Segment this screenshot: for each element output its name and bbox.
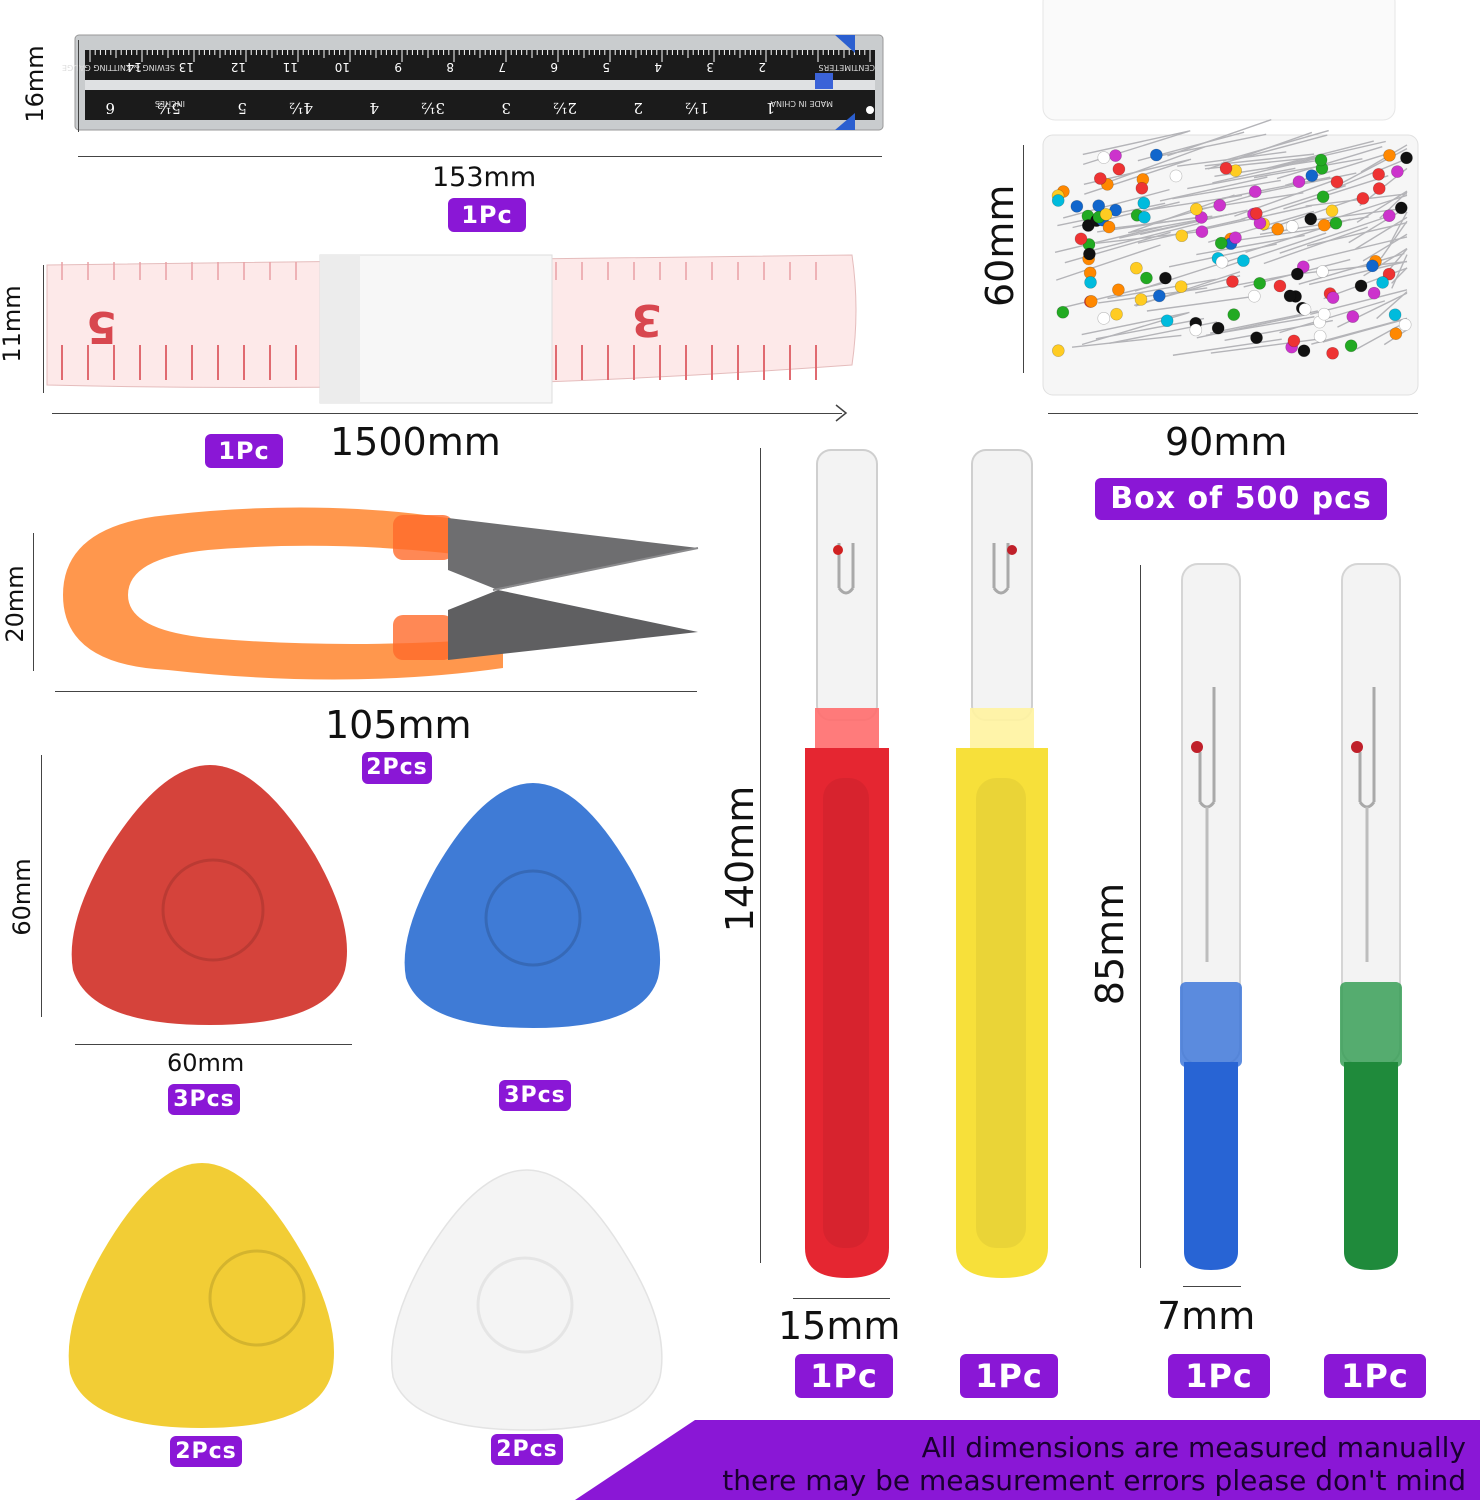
gauge-cm-number: 6 xyxy=(550,60,558,74)
gauge-inch-number: 3 xyxy=(501,99,511,117)
snips-qty-badge: 2Pcs xyxy=(362,752,432,784)
gauge-inch-number: 3½ xyxy=(421,99,445,117)
seam-ripper-yellow xyxy=(956,449,1048,1278)
gauge-cm-number: 7 xyxy=(498,60,506,74)
tape-arrow-icon xyxy=(835,404,848,422)
gauge-cm-number: 4 xyxy=(654,60,662,74)
gauge-height-label: 16mm xyxy=(21,45,49,123)
gauge-cm-number: 14 xyxy=(127,60,142,74)
disclaimer-line-1: All dimensions are measured manually xyxy=(921,1431,1466,1464)
gauge-width-label: 153mm xyxy=(432,162,537,193)
gauge-inches-text: INCHES xyxy=(155,99,185,108)
gauge-cm-number: 5 xyxy=(602,60,610,74)
chalk-white-qty-badge: 2Pcs xyxy=(491,1434,563,1465)
ripper-green-qty-badge: 1Pc xyxy=(1324,1354,1426,1398)
chalk-height-label: 60mm xyxy=(8,858,36,936)
seam-ripper-red xyxy=(805,449,889,1278)
seam-ripper-green xyxy=(1340,563,1402,1270)
pins-box-image xyxy=(1042,0,1419,396)
disclaimer-line-2: there may be measurement errors please d… xyxy=(722,1464,1466,1497)
gauge-inch-number: 4 xyxy=(369,99,379,117)
large-ripper-height-label: 140mm xyxy=(718,785,762,933)
gauge-inch-number: 5 xyxy=(237,99,247,117)
chalk-red-qty-badge: 3Pcs xyxy=(168,1084,240,1115)
chalk-width-label: 60mm xyxy=(167,1049,245,1077)
tape-length-label: 1500mm xyxy=(330,420,501,464)
chalk-blue xyxy=(404,783,661,1028)
chalk-yellow xyxy=(68,1163,335,1428)
large-ripper-width-label: 15mm xyxy=(778,1304,901,1348)
gauge-cm-number: 11 xyxy=(283,60,298,74)
pins-height-label: 60mm xyxy=(978,184,1022,307)
chalk-yellow-qty-badge: 2Pcs xyxy=(170,1436,242,1467)
ripper-red-qty-badge: 1Pc xyxy=(795,1354,893,1398)
ripper-yellow-qty-badge: 1Pc xyxy=(960,1354,1058,1398)
tape-qty-badge: 1Pc xyxy=(205,434,283,468)
gauge-made-text: MADE IN CHINA xyxy=(770,99,833,108)
gauge-inch-number: 6 xyxy=(105,99,115,117)
tape-number-5: 5 xyxy=(86,301,117,352)
gauge-qty-badge: 1Pc xyxy=(448,198,526,232)
gauge-inch-number: 1 xyxy=(765,99,775,117)
small-ripper-width-label: 7mm xyxy=(1157,1294,1256,1338)
sewing-gauge-image: 2 3 4 5 6 7 8 9 10 11 12 13 14 1 1½ 2 2½ 3 3½ 4 4½ 5 5½ 6 CENTI… xyxy=(62,34,884,131)
gauge-cm-number: 10 xyxy=(335,60,350,74)
gauge-inch-number: 2½ xyxy=(553,99,577,117)
tape-height-label: 11mm xyxy=(0,285,26,363)
seam-ripper-blue xyxy=(1180,563,1242,1270)
chalk-blue-qty-badge: 3Pcs xyxy=(499,1080,571,1111)
gauge-cm-number: 8 xyxy=(446,60,454,74)
chalk-red xyxy=(71,765,348,1025)
gauge-cm-number: 9 xyxy=(394,60,402,74)
gauge-inch-number: 5½ xyxy=(157,99,181,117)
disclaimer-banner-bg xyxy=(575,1420,1480,1500)
gauge-centimeters-text: CENTIMETERS xyxy=(819,63,875,72)
thread-snips-image xyxy=(63,507,699,680)
gauge-cm-number: 13 xyxy=(179,60,194,74)
gauge-cm-number: 3 xyxy=(706,60,714,74)
snips-height-label: 20mm xyxy=(1,565,29,643)
pins-qty-badge: Box of 500 pcs xyxy=(1095,478,1387,520)
gauge-title-text: SEWING & KNITTING GAUGE xyxy=(62,63,175,72)
small-ripper-height-label: 85mm xyxy=(1088,882,1132,1006)
snips-width-label: 105mm xyxy=(325,703,472,747)
tape-measure-image: 5 3 xyxy=(46,254,857,404)
gauge-inch-number: 4½ xyxy=(289,99,313,117)
gauge-cm-number: 2 xyxy=(758,60,766,74)
gauge-inch-number: 2 xyxy=(633,99,643,117)
gauge-inch-number: 1½ xyxy=(685,99,709,117)
ripper-blue-qty-badge: 1Pc xyxy=(1168,1354,1270,1398)
pins-width-label: 90mm xyxy=(1165,420,1288,464)
tape-number-3: 3 xyxy=(631,294,662,345)
chalk-white xyxy=(390,1169,663,1431)
gauge-cm-number: 12 xyxy=(231,60,246,74)
